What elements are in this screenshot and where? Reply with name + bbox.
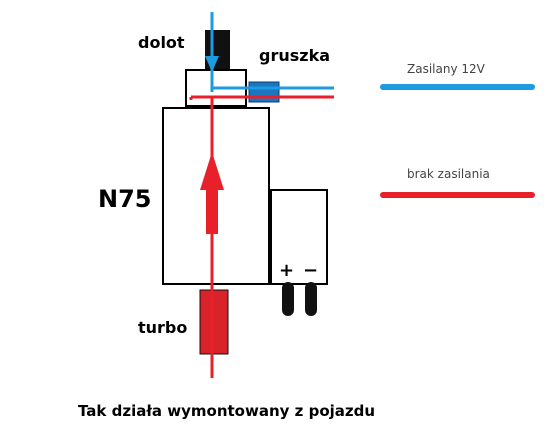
gruszka-label: gruszka (259, 46, 330, 65)
dolot-label: dolot (138, 33, 185, 52)
blue-flow-arrowhead (205, 56, 219, 72)
connector-pin-minus (305, 282, 317, 316)
red-flow-arrow-head (200, 152, 224, 190)
plus-label: + (279, 260, 294, 281)
legend-label-unpowered: brak zasilania (407, 167, 490, 181)
n75-label: N75 (98, 185, 151, 213)
caption: Tak działa wymontowany z pojazdu (78, 402, 375, 420)
legend-label-powered: Zasilany 12V (407, 62, 486, 76)
connector-box (270, 189, 328, 285)
red-flow-arrow-shaft (206, 188, 218, 234)
gruszka-port (248, 81, 280, 103)
turbo-label: turbo (138, 318, 187, 337)
turbo-port (199, 289, 229, 355)
connector-pin-plus (282, 282, 294, 316)
minus-label: − (303, 260, 318, 281)
